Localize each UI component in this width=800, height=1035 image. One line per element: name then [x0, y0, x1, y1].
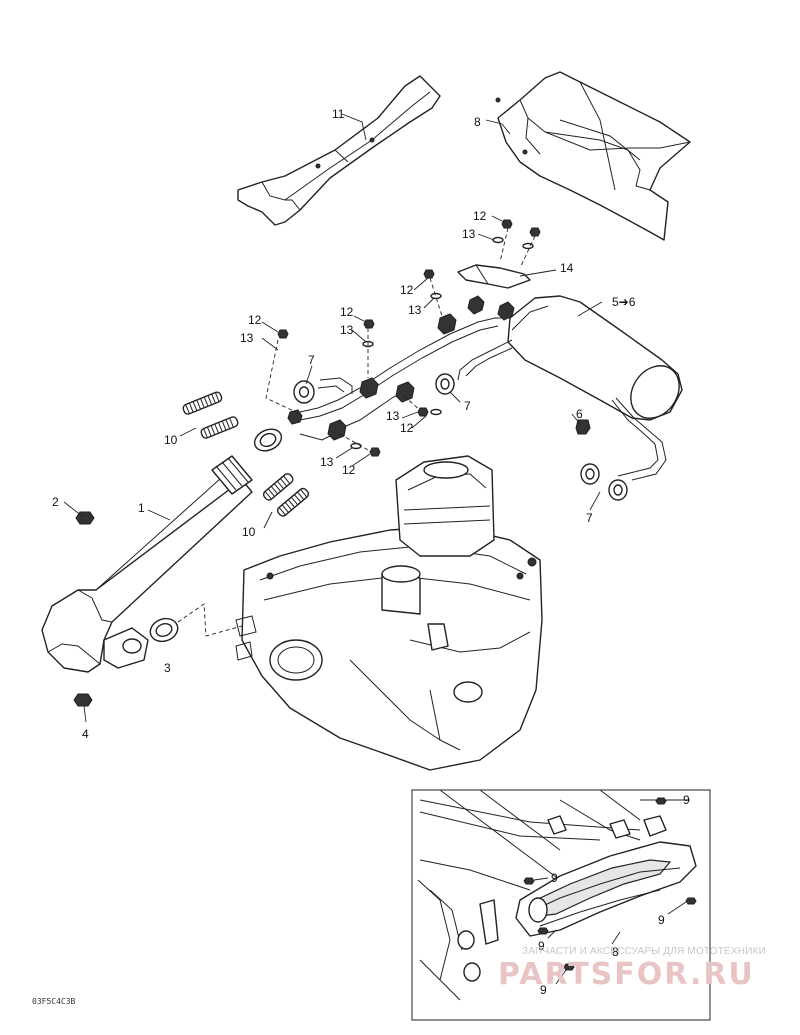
callout-8: 8 [612, 945, 619, 959]
callout-10: 10 [164, 433, 178, 447]
springs-part-10 [182, 391, 310, 517]
callout-9: 9 [538, 939, 545, 953]
callout-13: 13 [320, 455, 334, 469]
callout-7: 7 [464, 399, 471, 413]
watermark-logo: PARTSFOR.RU [498, 957, 755, 992]
nut-washer-set-centre [265, 269, 443, 457]
bracket-plate-part-14 [457, 264, 531, 289]
exhaust-pipe-part-1 [41, 455, 253, 673]
callout-13: 13 [386, 409, 400, 423]
callout-14: 14 [560, 261, 574, 275]
callout-2: 2 [52, 495, 59, 509]
callout-13: 13 [340, 323, 354, 337]
callout-labels: 11 8 12 13 14 5➔6 12 13 12 13 12 13 7 7 … [52, 107, 636, 741]
leader-lines [63, 113, 603, 723]
callout-13: 13 [408, 303, 422, 317]
callout-13: 13 [240, 331, 254, 345]
callout-13: 13 [462, 227, 476, 241]
inset-detail: 9 9 9 9 8 9 [411, 789, 711, 1021]
callout-7: 7 [586, 511, 593, 525]
callout-4: 4 [82, 727, 89, 741]
ball-joint-ring [253, 428, 283, 452]
callout-12: 12 [400, 421, 414, 435]
gasket-part-3 [149, 603, 243, 643]
callout-5-6: 5➔6 [612, 295, 636, 309]
grommets-part-7-right [435, 373, 628, 501]
callout-9: 9 [658, 913, 665, 927]
callout-12: 12 [248, 313, 262, 327]
callout-7: 7 [308, 353, 315, 367]
figure-code: 03F5C4C3B [32, 997, 76, 1006]
callout-12: 12 [473, 209, 487, 223]
muffler-part-5 [457, 295, 683, 481]
callout-11: 11 [332, 107, 345, 121]
callout-12: 12 [342, 463, 356, 477]
grommet-part-7-centre [293, 380, 315, 404]
hanger-rod-assembly [287, 295, 515, 441]
callout-6: 6 [576, 407, 583, 421]
nut-washer-set-top [492, 219, 541, 269]
callout-9: 9 [540, 983, 547, 997]
callout-3: 3 [164, 661, 171, 675]
callout-10: 10 [242, 525, 256, 539]
engine-block [235, 455, 543, 771]
nut-part-4 [73, 693, 93, 707]
muffler-heat-shield-part-8 [495, 71, 691, 241]
callout-1: 1 [138, 501, 145, 515]
callout-12: 12 [400, 283, 414, 297]
callout-12: 12 [340, 305, 354, 319]
callout-9: 9 [683, 793, 690, 807]
heat-shield-part-11 [237, 75, 441, 226]
callout-9: 9 [551, 871, 558, 885]
watermark: ЗАПЧАСТИ И АКСЕССУАРЫ ДЛЯ МОТОТЕХНИКИ PA… [498, 946, 766, 992]
callout-8: 8 [474, 115, 481, 129]
watermark-tagline: ЗАПЧАСТИ И АКСЕССУАРЫ ДЛЯ МОТОТЕХНИКИ [522, 946, 766, 957]
